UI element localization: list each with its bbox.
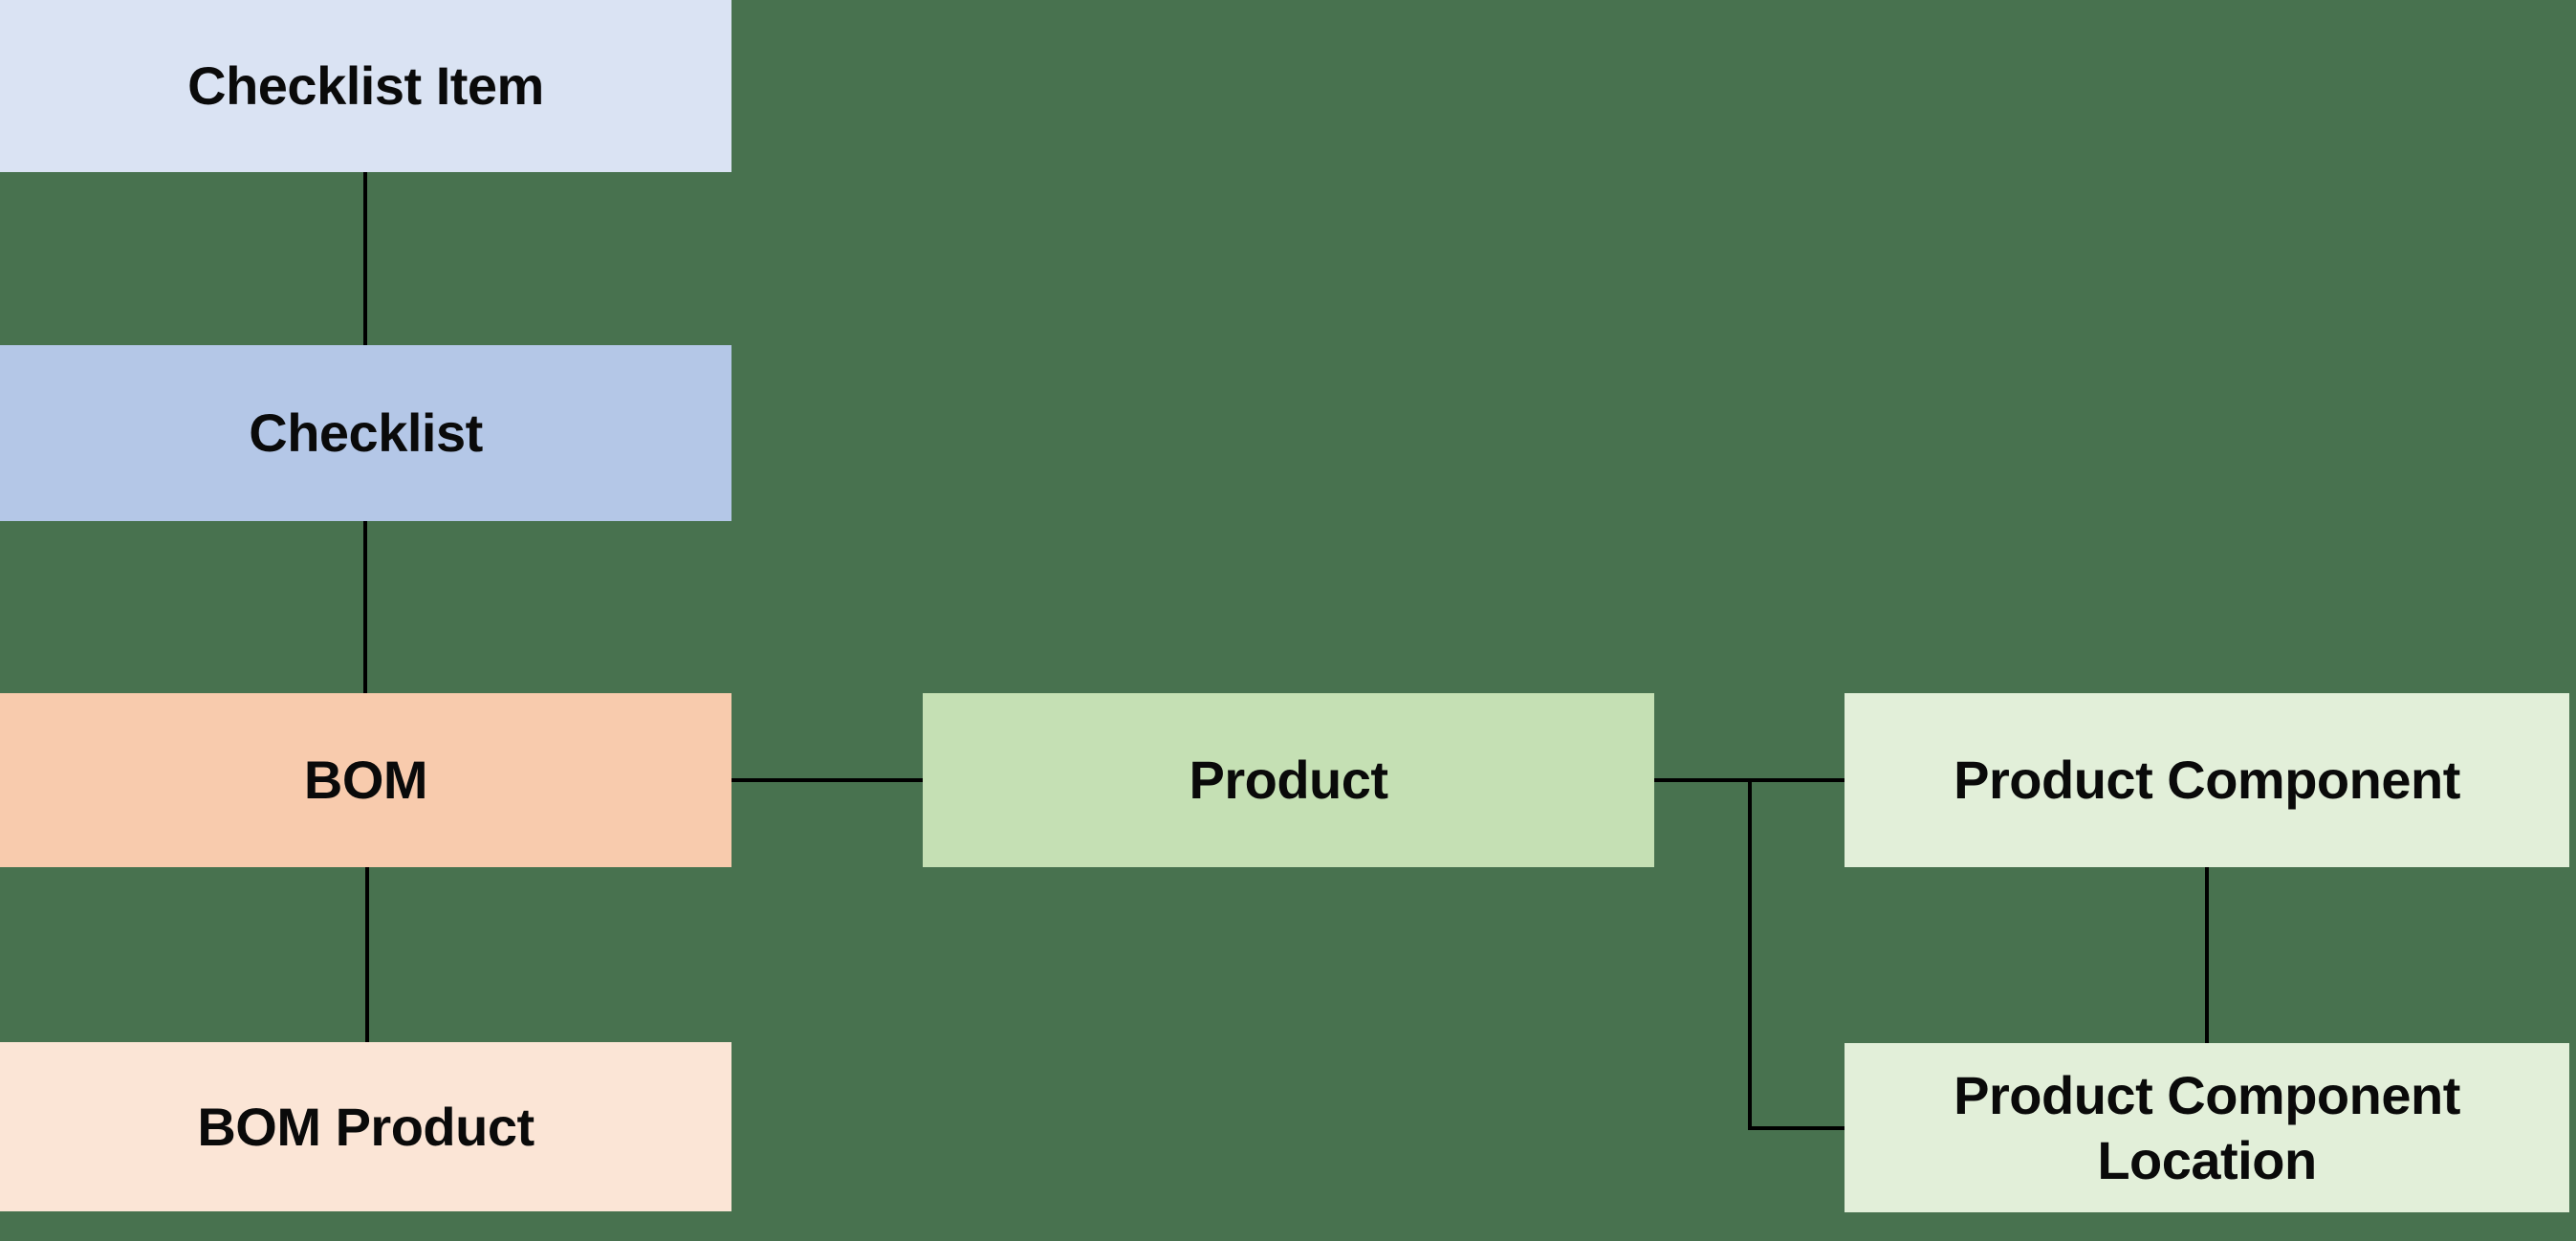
- connector-checklist-item-checklist: [363, 172, 367, 345]
- connector-checklist-bom: [363, 521, 367, 693]
- connector-bom-bom-product: [365, 867, 369, 1042]
- entity-product-component: Product Component: [1845, 693, 2569, 867]
- entity-bom: BOM: [0, 693, 731, 867]
- connector-product-location-branch-elbow: [1748, 1126, 1845, 1130]
- entity-bom-product: BOM Product: [0, 1042, 731, 1211]
- entity-product: Product: [923, 693, 1654, 867]
- entity-checklist: Checklist: [0, 345, 731, 521]
- entity-product-component-label: Product Component: [1954, 750, 2460, 811]
- connector-component-location: [2205, 867, 2209, 1043]
- entity-bom-product-label: BOM Product: [197, 1096, 535, 1157]
- entity-product-component-location-label: Product Component Location: [1954, 1065, 2460, 1190]
- entity-product-label: Product: [1189, 750, 1388, 811]
- entity-checklist-label: Checklist: [249, 403, 483, 464]
- connector-bom-product: [731, 778, 923, 782]
- entity-bom-label: BOM: [303, 750, 428, 811]
- entity-checklist-item-label: Checklist Item: [187, 55, 544, 117]
- connector-product-location-branch-vertical: [1748, 778, 1752, 1130]
- entity-checklist-item: Checklist Item: [0, 0, 731, 172]
- entity-product-component-location: Product Component Location: [1845, 1043, 2569, 1212]
